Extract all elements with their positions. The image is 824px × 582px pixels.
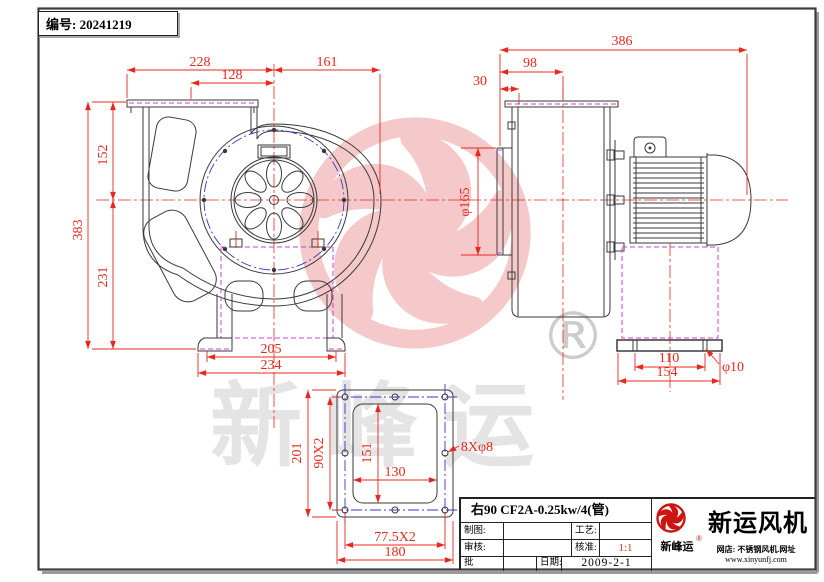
side-outlet-flange (504, 100, 619, 108)
serial-number-label: 编号: 20241219 (46, 17, 132, 32)
brand-sub-name: 新峰运 (660, 541, 694, 553)
date-value: 2009-2-1 (562, 557, 652, 571)
process-value (600, 523, 652, 540)
motor (629, 136, 752, 247)
batch-value (504, 557, 537, 571)
title-block: 右90 CF2A-0.25kw/4(管) 制图: 工艺: 审核: 核准: 1:1… (459, 497, 817, 571)
dim-234: 234 (261, 358, 282, 373)
batch-label: 批 (461, 557, 504, 571)
brand-fan-icon (656, 503, 686, 533)
inlet-collar (496, 147, 512, 256)
dim-110: 110 (659, 351, 679, 366)
front-view: 228 161 128 383 152 231 205 234 (71, 55, 462, 428)
dim-231: 231 (96, 267, 111, 288)
checked-value (504, 540, 572, 557)
flange-holes (341, 393, 449, 514)
flange-dimensions: 201 90X2 151 130 77.5X2 180 8Xφ8 (290, 389, 493, 564)
inlet-grille (234, 160, 314, 240)
brand-registered-mark: ® (696, 534, 703, 543)
drawn-value (504, 523, 572, 540)
dim-8xd8: 8Xφ8 (461, 440, 493, 455)
outlet-flange (126, 99, 259, 108)
dim-128: 128 (222, 68, 243, 83)
motor-mount (606, 140, 625, 260)
brand-area: 新峰运 ® 新运风机 网店: 不锈钢风机.网址 www.xinyunfj.com (652, 499, 817, 570)
nameplate (257, 144, 291, 159)
bolt-dots (201, 127, 347, 273)
dim-30: 30 (473, 74, 487, 89)
dim-77-5x2: 77.5X2 (374, 530, 416, 545)
flange-detail-view: 201 90X2 151 130 77.5X2 180 8Xφ8 (290, 384, 493, 564)
dim-d165: φ165 (458, 187, 473, 216)
checked-label: 审核: (461, 540, 504, 557)
dim-201: 201 (290, 443, 305, 464)
brand-company-name: 新运风机 (708, 511, 808, 537)
terminal-box (633, 136, 667, 157)
dim-161: 161 (317, 55, 338, 70)
front-dimensions: 228 161 128 383 152 231 205 234 (71, 55, 381, 377)
process-label: 工艺: (572, 523, 600, 540)
serial-number-box: 编号: 20241219 (38, 11, 178, 36)
dim-205: 205 (261, 342, 282, 357)
dim-228: 228 (190, 55, 211, 70)
dim-130: 130 (385, 465, 406, 480)
pedestal-side (616, 246, 723, 352)
brand-website: www.xinyunfj.com (725, 555, 787, 564)
scale-value: 1:1 (600, 540, 652, 557)
drawn-label: 制图: (461, 523, 504, 540)
dim-386: 386 (612, 34, 633, 49)
model-title: 右90 CF2A-0.25kw/4(管) (461, 499, 652, 523)
pedestal-front (197, 231, 346, 352)
registered-mark-watermark: ® (540, 298, 606, 375)
motor-fins (633, 162, 704, 239)
dim-98: 98 (523, 56, 537, 71)
dim-154: 154 (657, 365, 678, 380)
dim-152: 152 (96, 145, 111, 166)
dim-d10: φ10 (722, 360, 744, 375)
page-frame (37, 7, 819, 574)
side-view: 386 98 30 φ165 110 154 φ10 (458, 34, 788, 400)
dim-180: 180 (385, 545, 406, 560)
approved-label: 核准: (572, 540, 600, 557)
date-label: 日期: (537, 557, 562, 571)
brand-tagline: 网店: 不锈钢风机.网址 (716, 545, 796, 554)
side-dimensions: 386 98 30 φ165 110 154 φ10 (458, 34, 748, 385)
dim-383: 383 (71, 220, 86, 241)
dim-90x2: 90X2 (312, 437, 327, 468)
dim-151: 151 (360, 443, 375, 464)
